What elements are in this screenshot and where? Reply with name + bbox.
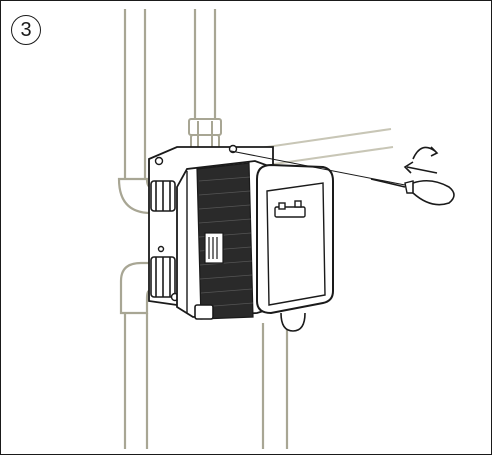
protective-cover-inner <box>266 182 326 306</box>
straight-arrow-icon <box>403 161 438 174</box>
strap-tag <box>204 232 224 264</box>
screwdriver-icon <box>370 178 455 206</box>
bottom-pipe <box>261 323 289 449</box>
rotation-arrowhead <box>430 146 439 157</box>
top-pipe <box>193 9 217 119</box>
left-pipe-upper <box>123 9 147 179</box>
screwdriver-guide-line <box>230 150 406 186</box>
left-lower-fitting <box>150 256 176 298</box>
curved-rotation-arrow-icon <box>412 146 436 160</box>
top-pipe-nut <box>188 118 222 150</box>
bottom-outlet <box>194 304 306 332</box>
step-number-badge: 3 <box>11 15 41 45</box>
protective-cover <box>256 163 334 315</box>
strap-band <box>196 162 254 320</box>
cover-handle <box>274 200 306 218</box>
left-upper-fitting <box>150 180 176 212</box>
left-pipe-lower <box>123 313 149 449</box>
